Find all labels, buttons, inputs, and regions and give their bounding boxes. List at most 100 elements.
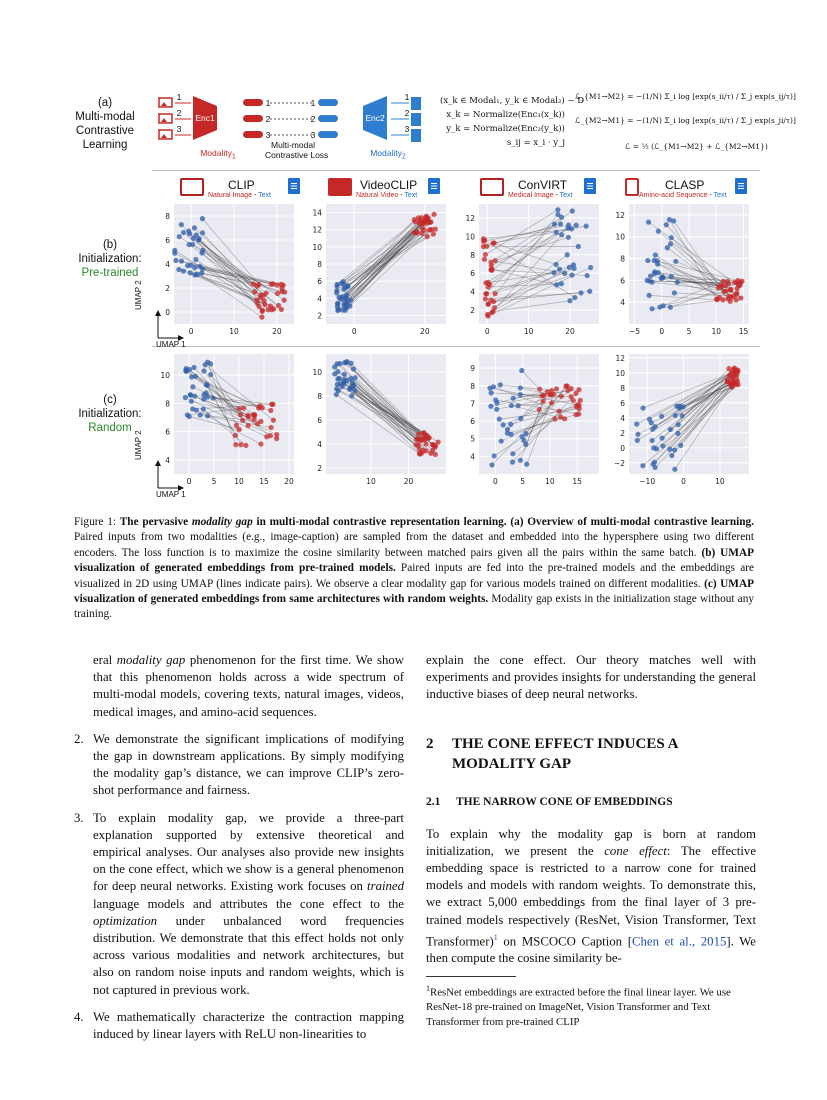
- point-modality-1: [259, 308, 265, 315]
- subsection-title: THE NARROW CONE OF EMBEDDINGS: [456, 795, 673, 808]
- citation-link[interactable]: Chen et al., 2015: [631, 934, 727, 949]
- caption-bold: (b) UMAP visualization of generated embe…: [74, 546, 755, 575]
- pair-line: [187, 407, 244, 416]
- point-modality-1: [727, 298, 733, 304]
- point-modality-1: [558, 414, 564, 420]
- point-modality-2: [189, 374, 195, 380]
- caption-text: Modality gap exists in the initializatio…: [74, 593, 754, 621]
- pair-line: [344, 227, 423, 307]
- panel-name: CLASP: [665, 178, 705, 192]
- pair-line: [345, 230, 425, 305]
- slot-number: 2: [310, 114, 316, 124]
- panel-sub-a: Natural Video: [356, 192, 399, 199]
- point-modality-2: [193, 232, 199, 238]
- point-modality-1: [739, 278, 745, 284]
- section-title: THE CONE EFFECT INDUCES A MODALITY GAP: [452, 735, 678, 772]
- point-modality-2: [553, 229, 559, 235]
- point-modality-1: [236, 426, 242, 433]
- axis-hint-x: UMAP 1: [156, 340, 186, 349]
- point-modality-2: [519, 434, 525, 440]
- pair-line: [203, 408, 247, 446]
- point-modality-2: [671, 290, 677, 296]
- point-modality-2: [184, 412, 190, 418]
- pair-line: [186, 370, 259, 409]
- pair-line: [351, 395, 424, 451]
- pair-line: [198, 239, 282, 310]
- pair-line: [353, 368, 425, 440]
- point-modality-1: [540, 398, 546, 404]
- list-item: 3.To explain modality gap, we provide a …: [74, 810, 404, 999]
- point-modality-2: [588, 264, 594, 271]
- point-modality-1: [483, 291, 489, 297]
- point-modality-2: [570, 262, 577, 268]
- point-modality-2: [347, 385, 353, 391]
- point-modality-2: [671, 218, 677, 224]
- text-doc-icon: [288, 178, 300, 194]
- pair-line: [652, 281, 727, 292]
- y-tick-label: 10: [615, 233, 625, 242]
- text-doc-icon: [428, 178, 440, 194]
- point-modality-2: [674, 403, 680, 409]
- footnote-ref[interactable]: 1: [493, 932, 498, 942]
- pair-line: [349, 388, 425, 434]
- pair-line: [343, 217, 422, 301]
- point-modality-2: [557, 266, 563, 272]
- point-modality-2: [200, 406, 206, 412]
- pair-line: [484, 240, 576, 298]
- pair-line: [491, 268, 557, 286]
- point-modality-2: [667, 241, 674, 247]
- point-modality-2: [508, 402, 514, 409]
- dna-icon: [625, 178, 639, 196]
- point-modality-2: [500, 422, 506, 428]
- slot-number: 1: [310, 98, 316, 108]
- point-modality-2: [672, 466, 678, 472]
- row-label-c: (c) Initialization: Random: [70, 393, 150, 435]
- contrastive-links: [270, 102, 313, 136]
- point-modality-2: [565, 234, 572, 240]
- row-label-b: (b) Initialization: Pre-trained: [70, 238, 150, 280]
- point-modality-1: [432, 443, 439, 449]
- caption-bold-em: modality gap: [191, 516, 253, 528]
- point-modality-1: [568, 385, 574, 392]
- point-modality-2: [557, 221, 564, 227]
- point-modality-1: [552, 416, 558, 422]
- caption-bold: in multi-modal contrastive representatio…: [252, 516, 754, 528]
- point-modality-2: [493, 397, 499, 403]
- point-modality-1: [270, 417, 277, 423]
- pair-line: [671, 276, 726, 286]
- point-modality-2: [524, 461, 530, 467]
- pair-line: [661, 373, 736, 439]
- y-tick-label: 8: [317, 392, 322, 401]
- pair-line: [490, 216, 562, 263]
- input-arrows-2: [391, 102, 409, 136]
- point-modality-2: [498, 438, 504, 444]
- point-modality-1: [570, 398, 576, 404]
- point-modality-2: [671, 447, 678, 453]
- x-tick-label: −10: [639, 477, 655, 486]
- point-modality-1: [733, 297, 739, 303]
- point-modality-2: [188, 398, 194, 404]
- point-modality-1: [413, 442, 419, 448]
- pair-line: [354, 390, 419, 435]
- point-modality-2: [515, 403, 521, 409]
- encoder-1-shape: [193, 96, 217, 140]
- point-modality-2: [646, 292, 652, 298]
- pair-line: [670, 243, 725, 293]
- text-run: language models and attributes the cone …: [93, 896, 404, 911]
- pair-line: [201, 252, 263, 311]
- list-number: 4.: [74, 1009, 84, 1024]
- row-divider: [152, 346, 760, 347]
- point-modality-1: [257, 403, 263, 409]
- y-tick-label: 6: [470, 417, 475, 426]
- pair-line: [652, 375, 730, 430]
- pair-line: [507, 395, 545, 430]
- row-b-highlight: Pre-trained: [81, 267, 139, 279]
- pair-line: [336, 233, 423, 294]
- pair-line: [495, 399, 579, 415]
- point-modality-2: [634, 437, 640, 444]
- pair-line: [520, 394, 543, 397]
- point-modality-1: [492, 258, 498, 264]
- x-tick-label: 10: [229, 327, 239, 336]
- panel-sub-b: Text: [713, 192, 727, 199]
